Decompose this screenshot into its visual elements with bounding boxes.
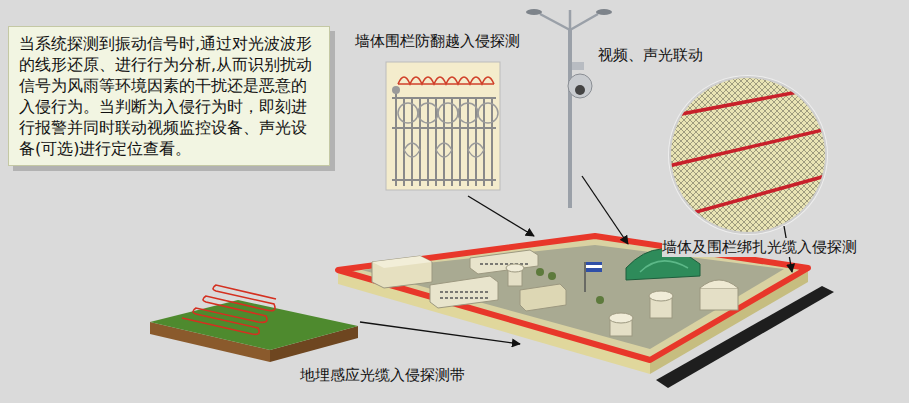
description-text: 当系统探测到振动信号时,通过对光波波形的线形还原、进行行为分析,从而识别扰动信号… bbox=[19, 33, 319, 159]
buried-cable-patch bbox=[150, 285, 358, 362]
caption-label: 视频、声光联动 bbox=[598, 46, 703, 65]
inset-frame bbox=[386, 62, 500, 190]
caption-label: 墙体围栏防翻越入侵探测 bbox=[355, 32, 520, 51]
compound bbox=[338, 236, 834, 388]
caption-label: 地埋感应光缆入侵探测带 bbox=[300, 366, 465, 385]
pole-arms bbox=[540, 10, 598, 30]
dome-camera bbox=[568, 74, 592, 98]
post-cap bbox=[392, 86, 400, 94]
fiber-line bbox=[398, 83, 494, 84]
buried-fiber bbox=[182, 285, 276, 334]
camera-pole bbox=[526, 9, 612, 208]
lamp bbox=[526, 9, 542, 15]
inset-border bbox=[670, 77, 826, 233]
lamp bbox=[596, 9, 612, 15]
description-box: 当系统探测到振动信号时,通过对光波波形的线形还原、进行行为分析,从而识别扰动信号… bbox=[8, 26, 330, 166]
mesh-fence bbox=[668, 75, 828, 235]
inset-rim bbox=[668, 75, 828, 235]
leader-line bbox=[468, 196, 534, 236]
fence-ornaments bbox=[398, 103, 498, 157]
ground bbox=[362, 245, 784, 349]
camera-mount bbox=[572, 62, 584, 70]
caption-label: 墙体及围栏绑扎光缆入侵探测 bbox=[662, 238, 857, 257]
fiber-coil bbox=[398, 77, 494, 84]
camera-lens bbox=[575, 85, 585, 95]
wall-inset bbox=[660, 75, 840, 250]
fence-inset bbox=[386, 62, 500, 190]
pole bbox=[568, 30, 572, 208]
leader-lines bbox=[360, 176, 792, 344]
leader-line bbox=[582, 176, 628, 244]
buildings bbox=[372, 249, 738, 336]
leader-line bbox=[360, 322, 520, 344]
bound-fiber bbox=[660, 84, 840, 250]
